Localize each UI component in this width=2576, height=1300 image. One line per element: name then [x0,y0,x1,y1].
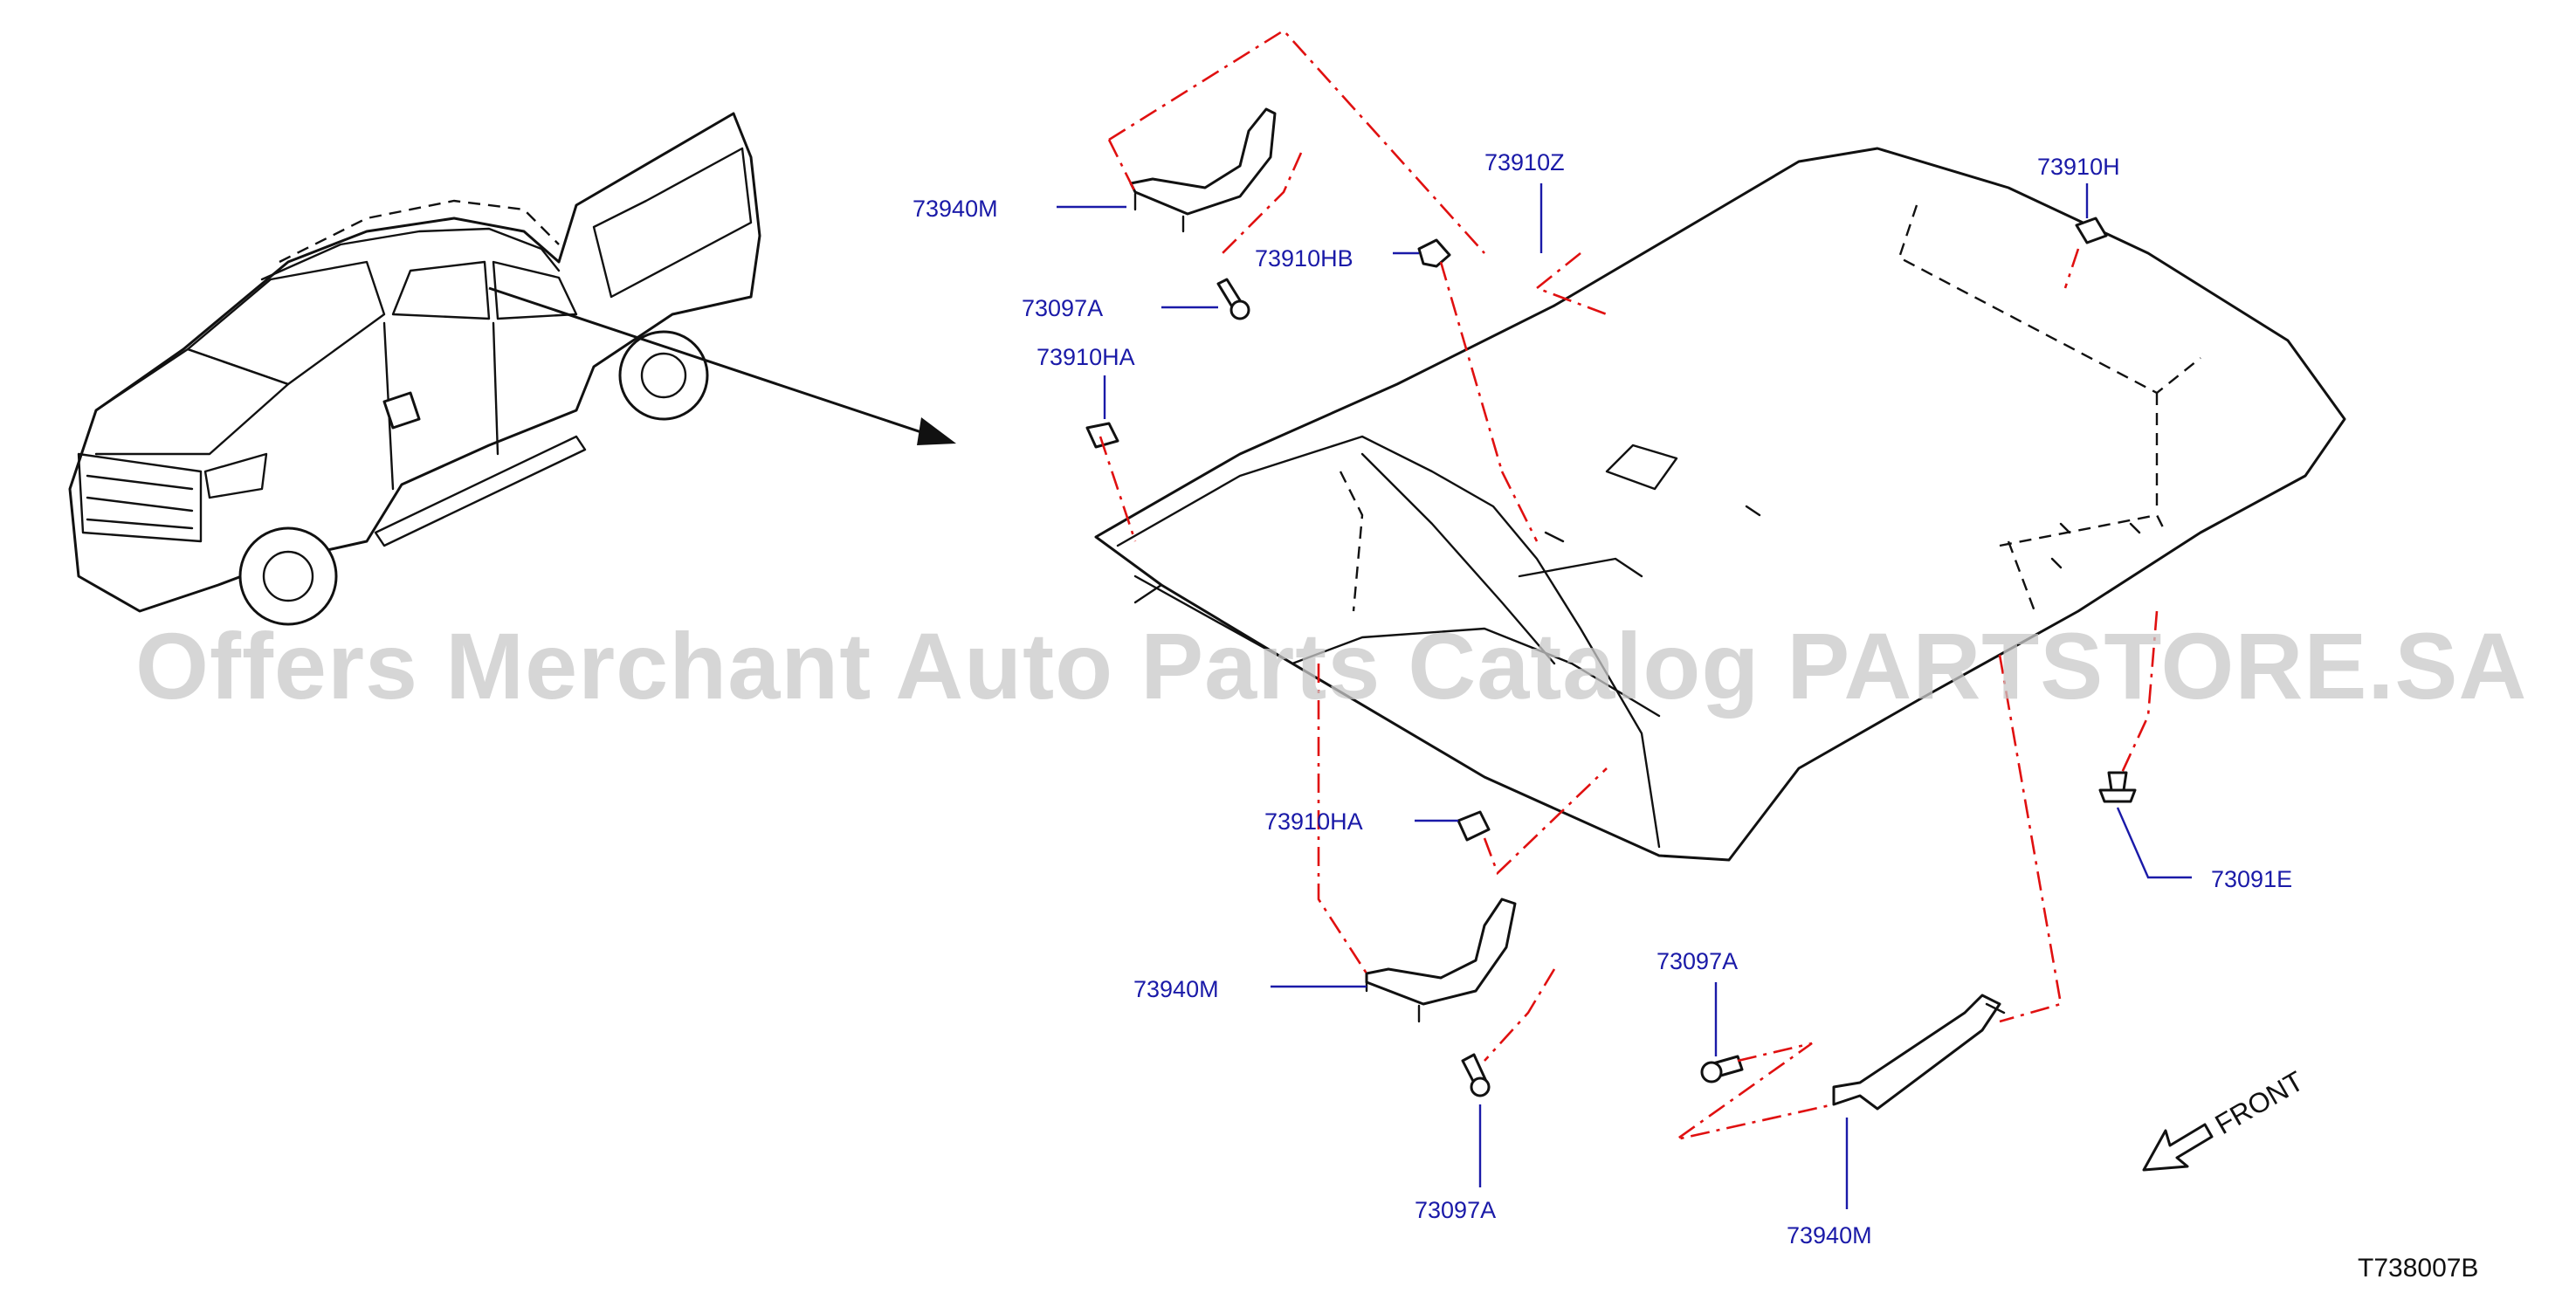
callout-label: 73910Z [1484,149,1565,175]
truck-illustration [68,112,761,626]
callout-label: 73097A [1656,948,1738,974]
headliner-assembly [1094,147,2346,862]
leader-lines [1057,183,2192,1209]
clip-73910ha-left [1085,422,1119,449]
assist-grip-lower-right [1832,994,2006,1111]
front-label: FRONT [2210,1065,2309,1140]
callout-label: 73940M [1787,1222,1872,1248]
clip-73910ha-center [1457,810,1491,842]
watermark-text: Offers Merchant Auto Parts Catalog PARTS… [135,613,2527,719]
callout-label: 73910HA [1037,344,1135,370]
callout-label: 73097A [1415,1197,1496,1223]
callout-label: 73910HA [1264,808,1363,835]
clip-73910hb [1417,238,1451,268]
screw-lower-right [1700,1055,1744,1083]
front-arrow-icon [2142,1123,2214,1172]
clip-73910h [2075,217,2108,244]
callout-label: 73940M [913,196,998,222]
assembly-lines [1099,29,2159,1141]
callout-label: 73910H [2037,154,2120,180]
screw-top [1216,278,1250,320]
callout-label: 73940M [1133,976,1219,1002]
callouts: 73940M 73910HB 73097A 73910HA 73910Z 739… [913,149,2292,1248]
callout-label: 73091E [2211,866,2292,892]
assist-grip-lower-left [1365,898,1517,1023]
screw-lower-left [1461,1053,1491,1097]
assist-grip-top [1129,107,1277,233]
callout-label: 73910HB [1255,245,1353,272]
drawing-code: T738007B [2358,1254,2478,1283]
front-indicator: FRONT [2142,1065,2309,1172]
direction-arrow [488,286,956,445]
push-clip-73091e [2098,771,2137,803]
callout-label: 73097A [1022,295,1103,321]
